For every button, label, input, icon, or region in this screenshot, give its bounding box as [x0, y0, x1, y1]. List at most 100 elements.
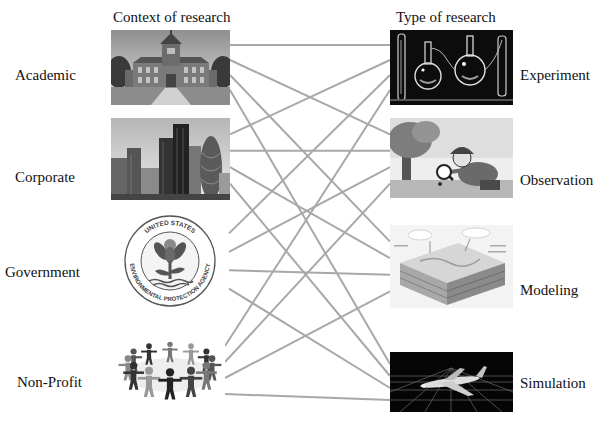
earth-model-figure-part	[390, 225, 513, 308]
skyline-photo-part	[200, 136, 222, 200]
lab-photo-part	[398, 34, 405, 100]
flight-simulation-part	[476, 366, 487, 378]
skyline-photo-part	[159, 138, 173, 200]
campus-photo-part	[133, 63, 209, 88]
node-label: Corporate	[15, 168, 75, 186]
agency-seal-part	[125, 216, 215, 306]
agency-seal-part	[165, 247, 175, 263]
agency-seal-part	[153, 284, 189, 287]
seal-bottom-text: ENVIRONMENTAL PROTECTION AGENCY	[129, 263, 211, 302]
people-ring-part	[123, 362, 144, 390]
earth-model-figure-part	[465, 239, 470, 251]
skyline-photo-part	[111, 118, 230, 200]
flight-simulation-part	[390, 368, 513, 412]
skyline-photo-part	[127, 148, 141, 200]
observer-cartoon-part	[480, 180, 500, 190]
lab-photo-part	[390, 30, 513, 105]
skyline-photo-part	[183, 128, 184, 198]
campus-photo-part	[184, 77, 188, 83]
skyline-photo-part	[131, 154, 132, 198]
column-heading: Type of research	[396, 8, 496, 26]
connector-stroke	[230, 60, 390, 134]
seal-text: ENVIRONMENTAL PROTECTION AGENCY	[129, 263, 211, 302]
campus-photo-part	[167, 48, 175, 54]
connector-line	[230, 60, 390, 134]
earth-model-figure-part	[447, 263, 505, 305]
agency-seal-part	[155, 269, 170, 275]
lab-photo-part	[498, 36, 506, 96]
people-ring-part	[158, 368, 181, 399]
flight-simulation-part	[422, 384, 426, 388]
campus-photo-part	[170, 30, 172, 34]
campus-photo-part	[192, 77, 196, 83]
people-ring	[115, 330, 225, 410]
node-label: Simulation	[520, 374, 586, 392]
connector-stroke	[225, 394, 390, 400]
people-ring-part	[138, 367, 161, 397]
connector-stroke	[225, 90, 390, 346]
people-ring-part	[183, 343, 199, 364]
agency-seal-part	[141, 232, 199, 290]
campus-photo-part	[146, 77, 150, 83]
connector-line	[230, 60, 390, 134]
lab-photo-part	[401, 40, 402, 94]
flight-simulation-part	[390, 352, 513, 412]
people-ring-part	[115, 330, 225, 410]
research-type-node: Experiment	[390, 30, 592, 105]
connector-stroke	[230, 60, 390, 134]
lab-photo-part	[390, 99, 513, 101]
people-ring-part	[141, 343, 157, 364]
campus-photo-part	[138, 77, 142, 83]
connector-line	[230, 150, 390, 151]
node-label: Modeling	[520, 281, 578, 299]
connector-line	[225, 90, 390, 346]
earth-model-figure-part	[394, 245, 408, 247]
observer-cartoon-part	[438, 182, 442, 186]
research-type-node: Modeling	[390, 225, 581, 308]
connector-line	[225, 394, 390, 400]
connector-line	[225, 291, 390, 378]
connector-stroke	[230, 75, 390, 242]
observer-cartoon-part	[449, 176, 453, 180]
lab-photo-part	[420, 80, 436, 83]
node-label: Non-Profit	[17, 373, 82, 391]
lab-photo-part	[467, 36, 473, 56]
campus-photo-part	[138, 67, 142, 73]
earth-model-figure-part	[400, 278, 447, 298]
node-label: Experiment	[520, 66, 590, 84]
context-node: Academic	[15, 30, 230, 105]
campus-photo-part	[184, 67, 188, 73]
campus-photo-part	[166, 74, 176, 88]
skyline-photo-part	[111, 158, 129, 200]
skyline-photo-part	[177, 128, 178, 198]
agency-seal: UNITED STATES ENVIRONMENTAL PROTECTION A…	[111, 215, 229, 307]
connector-stroke	[230, 44, 390, 46]
campus-photo-part	[154, 67, 158, 73]
observer-cartoon	[390, 118, 513, 198]
skyline-photo-part	[201, 153, 221, 184]
context-node: Government	[5, 215, 229, 307]
lab-photo-part	[431, 48, 455, 70]
lab-photo-part	[415, 63, 441, 89]
observer-cartoon-part	[450, 147, 474, 154]
flight-simulation-part	[438, 381, 474, 396]
column-heading: Context of research	[113, 8, 230, 26]
campus-photo-part	[154, 77, 158, 83]
research-type-node: Observation	[390, 118, 596, 200]
connector-stroke	[225, 291, 390, 378]
flight-simulation-part	[444, 368, 465, 380]
campus-photo-part	[151, 88, 191, 105]
campus-photo-part	[200, 77, 204, 83]
context-node: Non-Profit	[17, 330, 225, 410]
observer-cartoon-part	[412, 121, 440, 143]
flight-simulation-part	[390, 390, 513, 391]
node-label: Government	[5, 263, 80, 281]
context-node: Corporate	[15, 118, 230, 200]
agency-seal-part	[149, 280, 193, 283]
people-ring-part	[196, 362, 217, 390]
earth-model-figure	[390, 225, 513, 308]
earth-model-figure-part	[420, 258, 480, 266]
agency-seal-part	[169, 261, 172, 279]
lab-photo-part	[485, 40, 502, 70]
